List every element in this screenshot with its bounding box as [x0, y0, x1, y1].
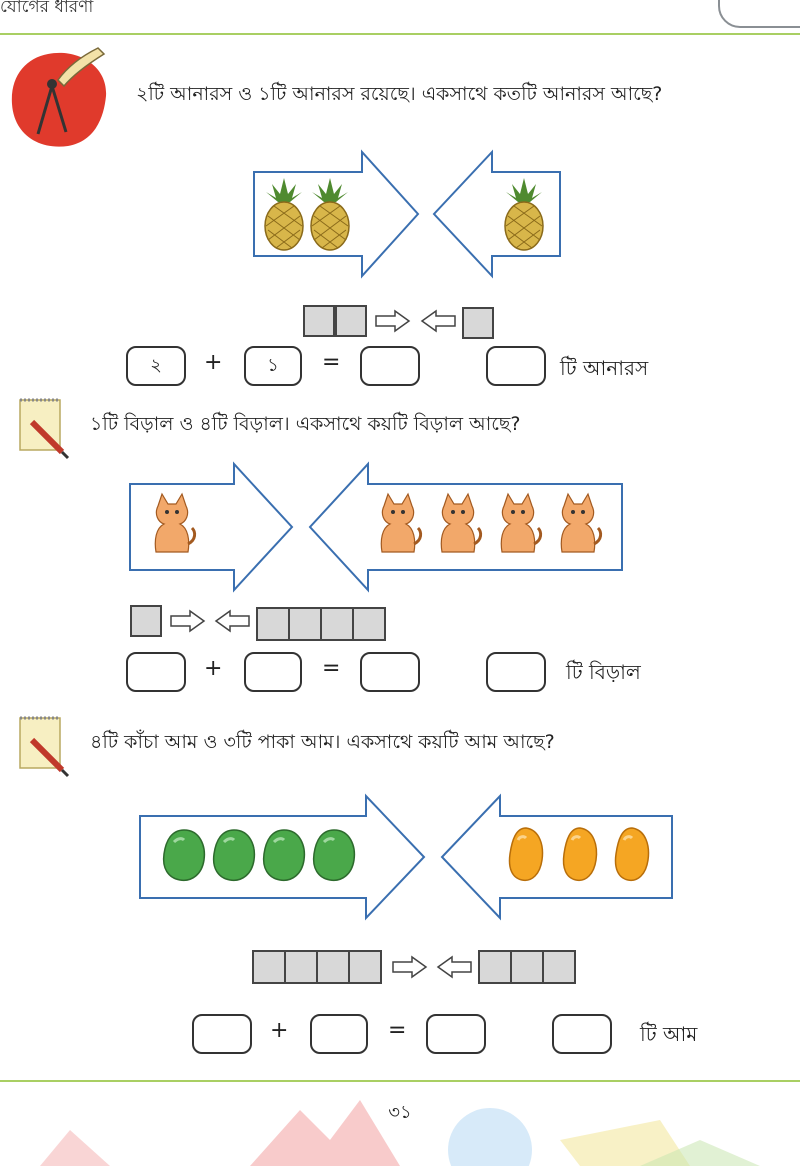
equals-sign: =: [322, 350, 341, 375]
answer-unit: টি আনারস: [560, 356, 649, 380]
green-mango-icon: [212, 829, 256, 882]
count-block: [130, 605, 162, 637]
question-3: ৪টি কাঁচা আম ও ৩টি পাকা আম। একসাথে কয়টি…: [90, 731, 555, 753]
sum-box[interactable]: [360, 346, 420, 386]
cat-icon: [500, 492, 543, 553]
top-rule: [0, 33, 800, 35]
green-mango-icon: [312, 829, 356, 882]
page-number: ৩১: [388, 1102, 412, 1123]
count-block: [320, 607, 354, 641]
question-2: ১টি বিড়াল ও ৪টি বিড়াল। একসাথে কয়টি বি…: [90, 413, 521, 435]
decorative-shapes: [40, 1100, 760, 1166]
count-block: [348, 950, 382, 984]
count-block: [335, 305, 367, 337]
count-block: [316, 950, 350, 984]
pineapple-icon: [264, 178, 304, 251]
cat-icon: [380, 492, 423, 553]
chapter-title: যোগের ধারণা: [0, 0, 94, 17]
left-arrow-icon: [214, 609, 250, 633]
plus-sign: +: [270, 1018, 289, 1043]
green-mango-icon: [262, 829, 306, 882]
left-arrow-icon: [420, 309, 456, 333]
green-mango-icon: [162, 829, 206, 882]
question-1: ২টি আনারস ও ১টি আনারস রয়েছে। একসাথে কতট…: [136, 83, 663, 105]
bottom-rule: [0, 1080, 800, 1082]
ripe-mango-icon: [614, 827, 650, 882]
answer-box[interactable]: [486, 346, 546, 386]
count-block: [478, 950, 512, 984]
answer-unit: টি বিড়াল: [566, 660, 641, 684]
cat-icon: [154, 492, 197, 553]
addend-box-1[interactable]: [126, 652, 186, 692]
ripe-mango-icon: [508, 827, 544, 882]
notepad-pencil-icon: [19, 398, 70, 460]
answer-unit: টি আম: [640, 1022, 698, 1046]
pineapple-icon: [310, 178, 350, 251]
answer-box[interactable]: [486, 652, 546, 692]
right-arrow-icon: [392, 955, 428, 979]
count-block: [542, 950, 576, 984]
count-block: [462, 307, 494, 339]
addend-box-1[interactable]: ২: [126, 346, 186, 386]
cat-icon: [440, 492, 483, 553]
addend-box-2[interactable]: [310, 1014, 368, 1054]
count-block: [256, 607, 290, 641]
plus-sign: +: [204, 656, 223, 681]
plus-sign: +: [204, 350, 223, 375]
equals-sign: =: [388, 1018, 407, 1043]
left-arrow-icon: [436, 955, 472, 979]
count-block: [352, 607, 386, 641]
notepad-pencil-icon: [19, 716, 70, 778]
count-block: [288, 607, 322, 641]
pineapple-icon: [504, 178, 544, 251]
count-block: [303, 305, 335, 337]
ripe-mango-icon: [562, 827, 598, 882]
count-block: [510, 950, 544, 984]
sum-box[interactable]: [426, 1014, 486, 1054]
addend-box-1[interactable]: [192, 1014, 252, 1054]
addend-box-2[interactable]: [244, 652, 302, 692]
count-block: [252, 950, 286, 984]
count-block: [284, 950, 318, 984]
answer-box[interactable]: [552, 1014, 612, 1054]
left-arrow-frame-2: [129, 461, 294, 593]
cat-icon: [560, 492, 603, 553]
addend-box-2[interactable]: ১: [244, 346, 302, 386]
right-arrow-icon: [170, 609, 206, 633]
sum-box[interactable]: [360, 652, 420, 692]
compass-icon: [11, 47, 107, 147]
pineapple-group-left: [262, 178, 352, 251]
right-arrow-icon: [375, 309, 411, 333]
equals-sign: =: [322, 656, 341, 681]
right-arrow-frame-3: [440, 793, 673, 921]
header-tab: [718, 0, 800, 28]
